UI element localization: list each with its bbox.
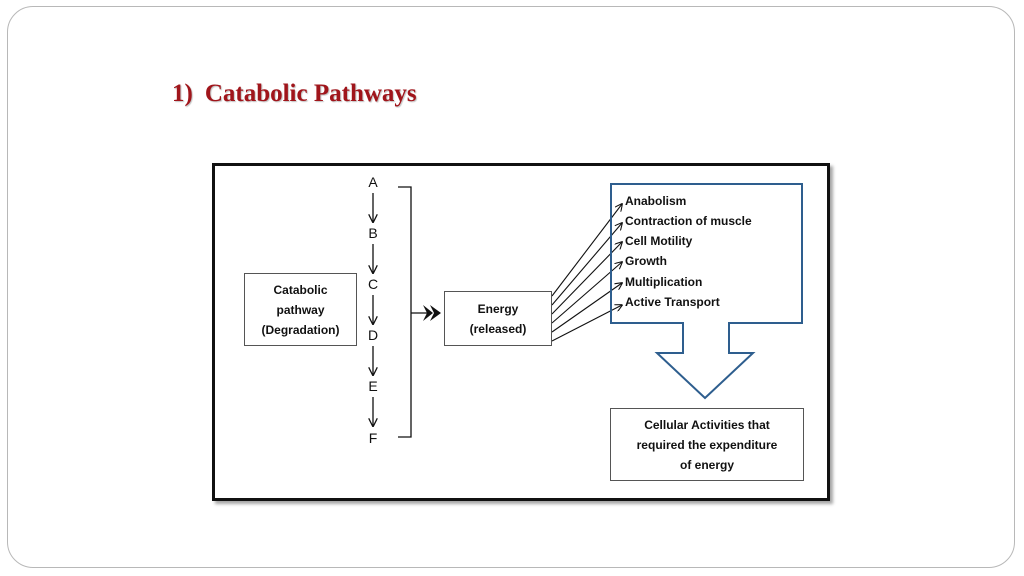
sequence-letter-d: D bbox=[367, 327, 379, 343]
sequence-letter-b: B bbox=[368, 225, 378, 241]
catabolic-pathway-box: Catabolic pathway (Degradation) bbox=[244, 273, 357, 346]
result-line-3: of energy bbox=[679, 457, 734, 472]
activity-active-transport: Active Transport bbox=[625, 295, 720, 309]
result-line-2: required the expenditure bbox=[636, 437, 778, 452]
sequence-letter-a: A bbox=[368, 174, 378, 190]
result-line-1: Cellular Activities that bbox=[644, 417, 770, 432]
activity-anabolism: Anabolism bbox=[625, 194, 687, 208]
energy-box: Energy (released) bbox=[444, 291, 552, 346]
bracket-to-energy-arrow bbox=[411, 305, 441, 321]
cellular-activities-box: Cellular Activities that required the ex… bbox=[610, 408, 804, 481]
activities-callout-arrow bbox=[610, 183, 803, 400]
activity-cell-motility: Cell Motility bbox=[625, 234, 693, 248]
activity-contraction: Contraction of muscle bbox=[625, 214, 752, 228]
energy-line-1: Energy bbox=[477, 301, 519, 316]
title-text: Catabolic Pathways bbox=[204, 80, 417, 107]
sequence-letter-c: C bbox=[367, 276, 379, 292]
pathway-line-3: (Degradation) bbox=[261, 322, 340, 337]
pathway-line-1: Catabolic bbox=[273, 282, 328, 297]
title-number: 1) bbox=[172, 80, 193, 107]
sequence-letter-e: E bbox=[368, 378, 378, 394]
energy-line-2: (released) bbox=[469, 321, 527, 336]
activity-multiplication: Multiplication bbox=[625, 275, 703, 289]
activity-growth: Growth bbox=[625, 254, 667, 268]
pathway-line-2: pathway bbox=[276, 302, 325, 317]
slide-title: 1) Catabolic Pathways bbox=[172, 80, 417, 108]
sequence-bracket bbox=[398, 186, 412, 438]
sequence-letter-f: F bbox=[368, 430, 378, 446]
